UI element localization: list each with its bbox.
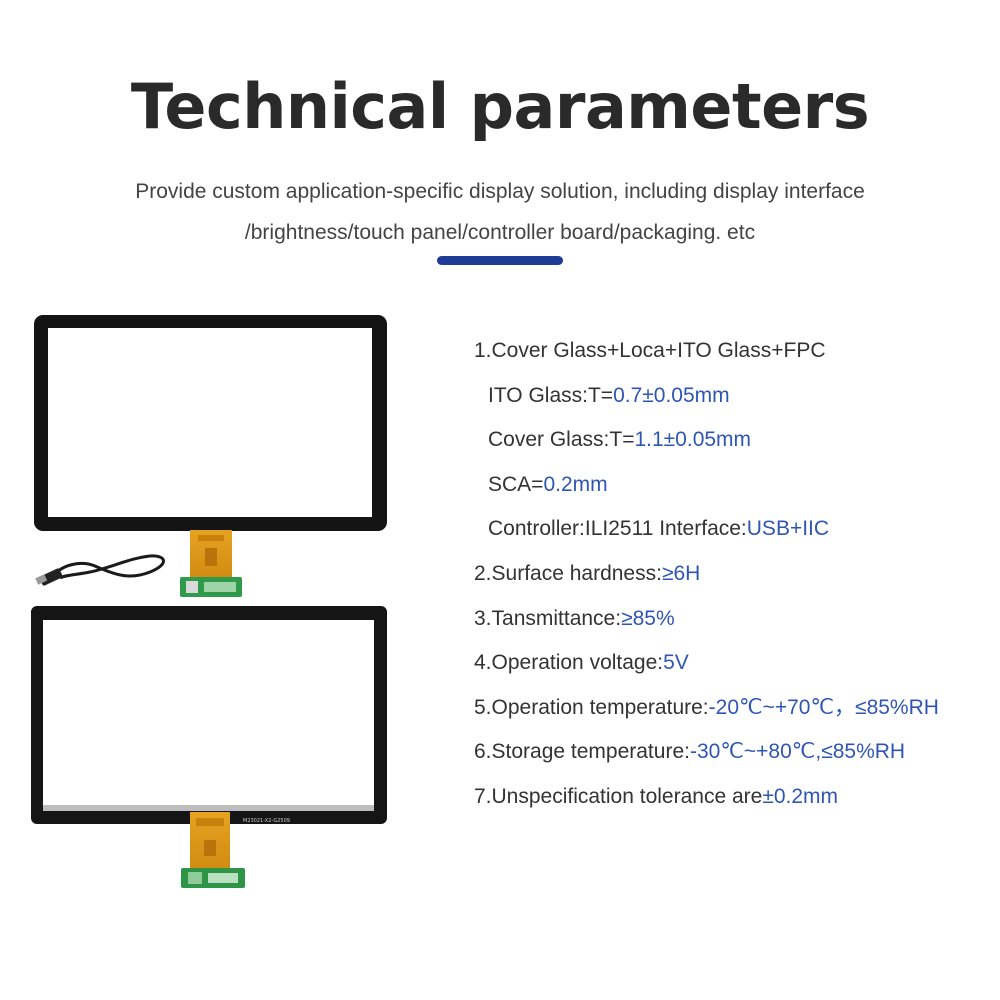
usb-cable — [35, 554, 165, 586]
spec-list: 1.Cover Glass+Loca+ITO Glass+FPC ITO Glas… — [474, 336, 1000, 827]
top-touch-panel — [34, 315, 387, 597]
spec-item: 4.Operation voltage:5V — [474, 648, 1000, 693]
spec-label: Controller:ILI2511 Interface: — [488, 517, 747, 541]
bottom-touch-panel: M23021-X2-G2509 — [31, 606, 387, 888]
subtitle-line-2: /brightness/touch panel/controller board… — [244, 221, 756, 244]
spec-item: Controller:ILI2511 Interface:USB+IIC — [474, 514, 1000, 559]
spec-item: 1.Cover Glass+Loca+ITO Glass+FPC — [474, 336, 1000, 381]
spec-item: 7.Unspecification tolerance are±0.2mm — [474, 782, 1000, 827]
product-illustration: M23021-X2-G2509 — [31, 315, 387, 888]
spec-value: 0.7±0.05mm — [613, 383, 730, 407]
spec-label: 3.Tansmittance: — [474, 606, 622, 630]
spec-value: 5V — [663, 651, 689, 675]
spec-value: ±0.2mm — [762, 784, 839, 808]
spec-label: SCA= — [488, 472, 544, 496]
spec-label: 7.Unspecification tolerance are — [474, 784, 763, 808]
spec-item: 6.Storage temperature:-30℃~+80℃,≤85%RH — [474, 737, 1000, 782]
spec-item: 5.Operation temperature:-20℃~+70℃，≤85%RH — [474, 693, 1000, 738]
spec-item: ITO Glass:T=0.7±0.05mm — [474, 381, 1000, 426]
spec-value: ≥6H — [661, 561, 701, 585]
spec-label: Cover Glass:T= — [488, 428, 635, 452]
spec-item: Cover Glass:T=1.1±0.05mm — [474, 425, 1000, 470]
spec-value: -30℃~+80℃,≤85%RH — [689, 740, 906, 764]
spec-item: 2.Surface hardness:≥6H — [474, 559, 1000, 604]
spec-label: ITO Glass:T= — [488, 383, 614, 407]
spec-item: SCA=0.2mm — [474, 470, 1000, 515]
title-accent-bar — [437, 256, 563, 265]
subtitle-line-1: Provide custom application-specific disp… — [135, 180, 865, 203]
page-title: Technical parameters — [130, 70, 870, 143]
spec-value: -20℃~+70℃，≤85%RH — [708, 695, 939, 719]
spec-label: 2.Surface hardness: — [474, 561, 662, 585]
spec-item: 3.Tansmittance:≥85% — [474, 604, 1000, 649]
fpc-label: M23021-X2-G2509 — [243, 818, 290, 824]
spec-value: 0.2mm — [543, 472, 608, 496]
spec-value: USB+IIC — [746, 517, 830, 541]
spec-label: 6.Storage temperature: — [474, 740, 690, 764]
spec-label: 5.Operation temperature: — [474, 695, 709, 719]
spec-label: 4.Operation voltage: — [474, 651, 664, 675]
spec-value: ≥85% — [621, 606, 675, 630]
spec-value: 1.1±0.05mm — [634, 428, 752, 452]
spec-label: 1.Cover Glass+Loca+ITO Glass+FPC — [474, 339, 826, 362]
